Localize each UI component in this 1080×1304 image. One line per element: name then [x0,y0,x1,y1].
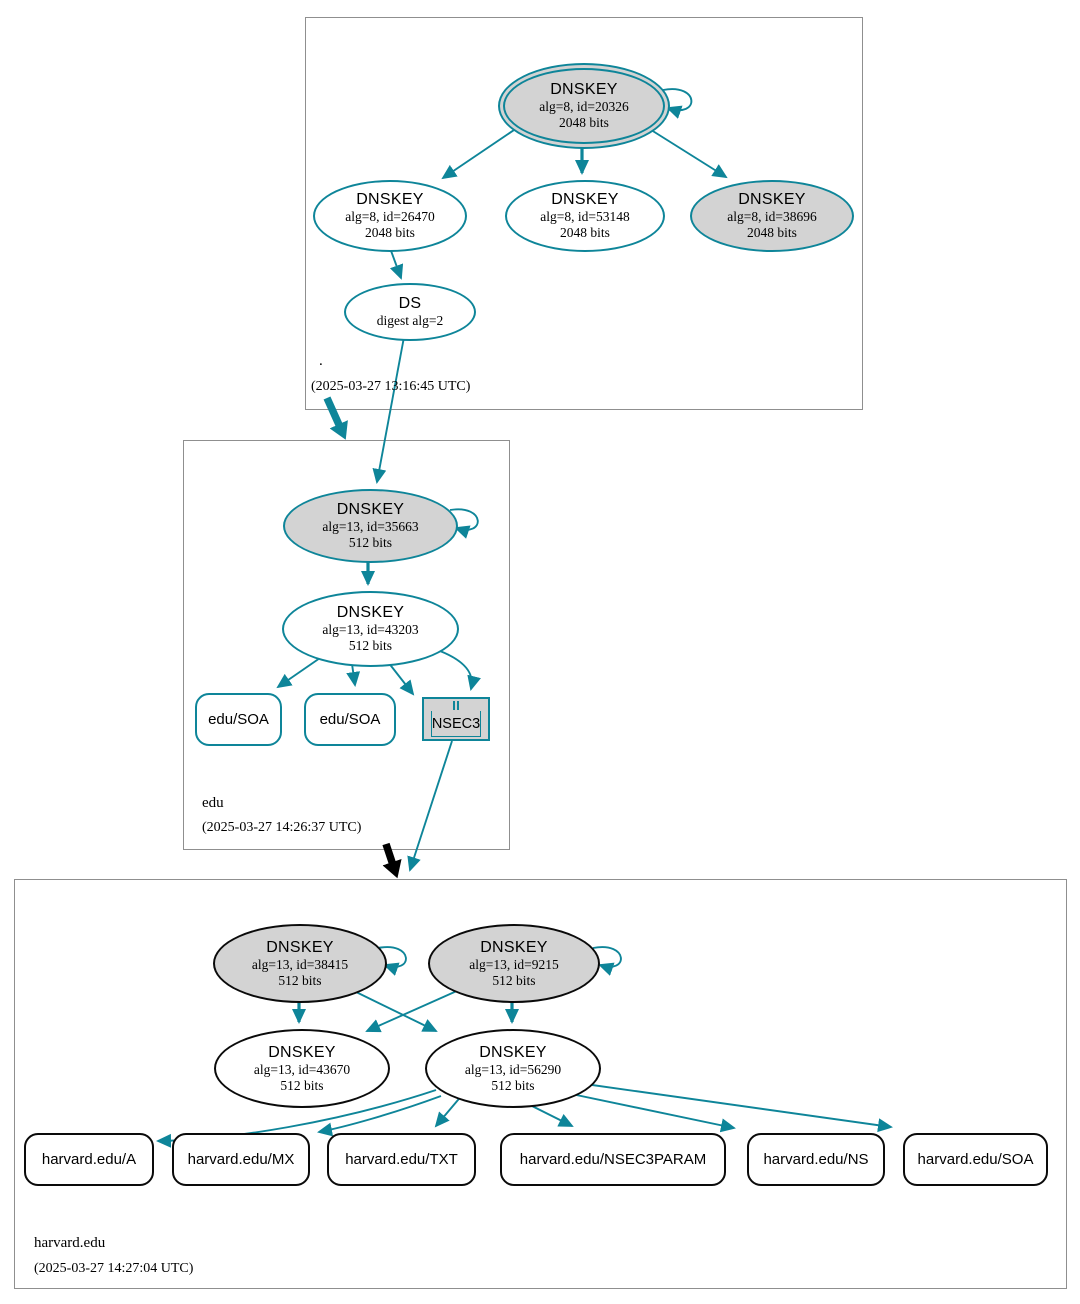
edge-edu-zsk-to-nsec3-left [387,661,415,696]
dnskey-node-edu-zsk-43203: DNSKEY alg=13, id=43203 512 bits [282,591,459,667]
dnskey-node-root-38696: DNSKEY alg=8, id=38696 2048 bits [690,180,854,252]
zone-timestamp-edu: (2025-03-27 14:26:37 UTC) [202,820,362,835]
nsec3-node-edu: NSEC3 [422,697,490,741]
edge-harvard-ksk38415-selfloop [377,946,407,976]
zone-timestamp-harvard: (2025-03-27 14:27:04 UTC) [34,1261,194,1276]
zone-label-edu: edu [202,795,224,811]
edge-edu-to-harvard-insecure-delegation [382,842,402,879]
nsec3-label: NSEC3 [430,711,482,737]
rrset-node-edu-soa-2: edu/SOA [304,693,396,746]
nsec3-cell-2 [457,701,459,710]
dnskey-node-root-ksk-20326: DNSKEY alg=8, id=20326 2048 bits [498,63,670,149]
edge-root-ksk-selfloop [662,88,693,119]
edge-edu-zsk-to-soa1 [276,657,321,689]
edge-ds-to-edu-ksk [372,336,405,484]
dnskey-node-harvard-ksk-38415: DNSKEY alg=13, id=38415 512 bits [213,924,387,1003]
rrset-node-harvard-soa: harvard.edu/SOA [903,1133,1048,1186]
zone-timestamp-root: (2025-03-27 13:16:45 UTC) [311,379,471,394]
zone-label-root: . [319,353,323,369]
rrset-node-harvard-nsec3param: harvard.edu/NSEC3PARAM [500,1133,726,1186]
zone-box-edu [183,440,510,850]
edge-ksk38415-to-zsk56290 [351,989,438,1032]
edge-root-ksk-to-key38696 [647,127,728,179]
rrset-node-edu-soa-1: edu/SOA [195,693,282,746]
edge-ksk9215-to-zsk43670 [365,989,460,1033]
zone-box-root [305,17,863,410]
edge-zsk56290-to-soa [577,1082,893,1133]
rrset-node-harvard-txt: harvard.edu/TXT [327,1133,476,1186]
dnskey-node-root-26470: DNSKEY alg=8, id=26470 2048 bits [313,180,467,252]
edge-edu-zsk-to-nsec3-right [439,650,481,691]
rrset-node-harvard-mx: harvard.edu/MX [172,1133,310,1186]
dnskey-node-root-53148: DNSKEY alg=8, id=53148 2048 bits [505,180,665,252]
edge-harvard-ksk9215-selfloop [592,946,622,976]
rrset-node-harvard-ns: harvard.edu/NS [747,1133,885,1186]
nsec3-cell-1 [453,701,455,710]
zone-label-harvard: harvard.edu [34,1235,106,1251]
edge-edu-ksk-selfloop [449,508,479,539]
zone-box-harvard [14,879,1067,1289]
dnskey-node-harvard-ksk-9215: DNSKEY alg=13, id=9215 512 bits [428,924,600,1003]
ds-node-root: DS digest alg=2 [344,283,476,341]
edge-zsk56290-to-ns [561,1091,736,1133]
edge-nsec3-to-harvard-box [407,740,453,872]
dnskey-node-harvard-zsk-43670: DNSKEY alg=13, id=43670 512 bits [214,1029,390,1108]
dnskey-node-edu-ksk-35663: DNSKEY alg=13, id=35663 512 bits [283,489,458,563]
edge-zsk56290-to-mx [317,1095,442,1137]
dnskey-node-harvard-zsk-56290: DNSKEY alg=13, id=56290 512 bits [425,1029,601,1108]
edge-edu-zsk-to-soa2 [346,663,361,687]
edge-root-to-edu-secure-delegation [323,396,348,440]
edge-root-ksk-to-key26470 [441,127,518,180]
edge-key26470-to-ds [389,247,404,280]
rrset-node-harvard-a: harvard.edu/A [24,1133,154,1186]
